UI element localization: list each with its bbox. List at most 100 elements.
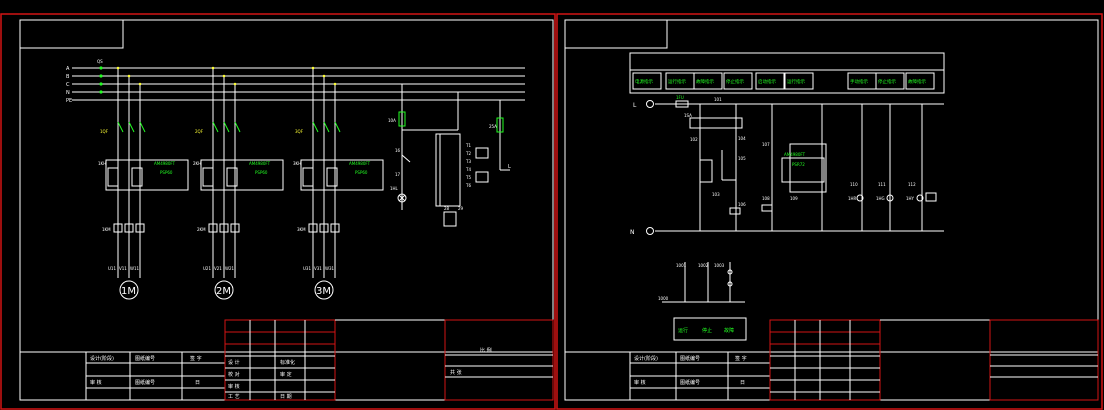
node-111: 111 [878,182,886,187]
node-109: 109 [790,196,798,201]
terminal-1-3: W11 [130,266,140,271]
relay-code-1: AM4980FT [154,161,176,166]
sheet-1-outer-border [0,13,556,410]
svg-text:T1: T1 [465,143,471,148]
relay-labels: AM4980FT PSR72 [784,152,806,167]
fuse-25a [496,117,504,133]
sheet-2-inner-frame [564,19,1099,401]
motor-icon-3 [314,280,334,300]
sa-label: 1SA [684,113,692,118]
fuse-1fu-label: 1FU [676,95,684,100]
title-row2-b: 图纸编号 [135,379,155,386]
sheet-1-title-block [19,319,554,401]
bottom-button-1: 停止 [702,327,712,334]
output-l: L [508,164,511,170]
title2-row2-a: 审 核 [634,379,646,386]
title-row2-a: 审 核 [90,379,102,386]
overload-relay-3 [300,159,384,191]
title-label-0: 设 计 [228,359,240,366]
title2-row2-c: 日 [740,380,745,386]
relay-model: PSR72 [792,162,805,167]
title-row2-c: 日 [195,380,200,386]
bus-label-n: N [66,90,70,96]
title-label-8: 共 张 [450,369,462,376]
function-labels: 电源指示运行指示故障指示停止指示启动指示运行指示手动指示停止指示故障指示 [632,72,935,90]
relay-label-1: 1KH [98,161,106,166]
terminal-1-2: V11 [119,266,127,271]
function-label-3: 停止指示 [726,78,744,85]
lamp-1hy: 1HY [906,196,915,201]
node-106: 106 [738,202,746,207]
title2-row1-b: 图纸编号 [680,355,700,362]
bottom-button-2: 故障 [724,327,734,334]
sheet-2: 电源指示运行指示故障指示停止指示启动指示运行指示手动指示停止指示故障指示 L N… [556,13,1103,410]
function-label-4: 启动指示 [758,78,776,85]
bus-label-a: A [66,66,70,72]
node-105: 105 [738,156,746,161]
power-bus [72,67,525,101]
sheet-2-title-block [564,319,1099,401]
function-label-6: 手动指示 [850,78,868,85]
lamp-labels: 1HR 1HG 1HY [848,196,915,201]
svg-text:T6: T6 [465,183,471,188]
motor-label-3: 3M [316,286,331,297]
overload-relay-1 [105,159,189,191]
title-label-4: 标准化 [280,359,295,366]
bottom-button-0: 运行 [678,327,688,334]
node-108: 108 [762,196,770,201]
title-label-6: 日 期 [280,394,292,400]
relay-model-2: PSP60 [255,170,268,175]
function-label-0: 电源指示 [635,78,653,85]
title-label-1: 校 对 [228,371,240,378]
fuse-25a-label: 25A [489,124,497,129]
node-112: 112 [908,182,916,187]
bus-label-b: B [66,74,70,80]
motor-label-1: 1M [121,286,136,297]
pin-28: 28 [444,206,450,211]
node-101: 101 [714,97,722,102]
line-n-label: N [630,229,635,236]
function-label-2: 故障指示 [696,78,714,85]
node-103: 103 [712,192,720,197]
title-row1-b: 图纸编号 [135,355,155,362]
sheet-2-outer-border [556,13,1103,410]
relay-label-2: 2KH [193,161,201,166]
title-row1-a: 设计(阶段) [90,355,114,362]
title2-row1-c: 签 字 [735,355,747,362]
terminal-3-3: W31 [325,266,335,271]
relay-code-2: AM4980FT [249,161,271,166]
motor-label-2: 2M [216,286,231,297]
contactor-label-1: 1KM [102,227,111,232]
control-schematic [689,104,937,231]
svg-text:T5: T5 [465,175,471,180]
fuse-1fu [675,100,689,108]
lamp-label: 1HL [390,186,399,191]
bottom-button-strip [673,317,747,341]
title-label-5: 审 定 [280,371,292,378]
terminal-1-1: U11 [108,266,116,271]
title2-row1-a: 设计(阶段) [634,355,658,362]
node-1001: 1001 [676,263,687,268]
node-1003: 1003 [714,263,725,268]
terminal-2-3: W21 [225,266,235,271]
wire-16: 16 [395,148,401,153]
node-107: 107 [762,142,770,147]
control-module [435,133,461,207]
node-110: 110 [850,182,858,187]
relay-code: AM4980FT [784,152,806,157]
relay-model-1: PSP60 [160,170,173,175]
node-labels: 102 103 104 105 106 107 108 109 110 111 … [684,113,916,207]
relay-label-3: 3KH [293,161,301,166]
contactor-label-2: 2KM [197,227,206,232]
terminal-2-1: U21 [203,266,211,271]
svg-text:T3: T3 [465,159,471,164]
main-switch-label: QS [97,59,103,64]
function-label-7: 停止指示 [878,78,896,85]
title2-row2-b: 图纸编号 [680,379,700,386]
